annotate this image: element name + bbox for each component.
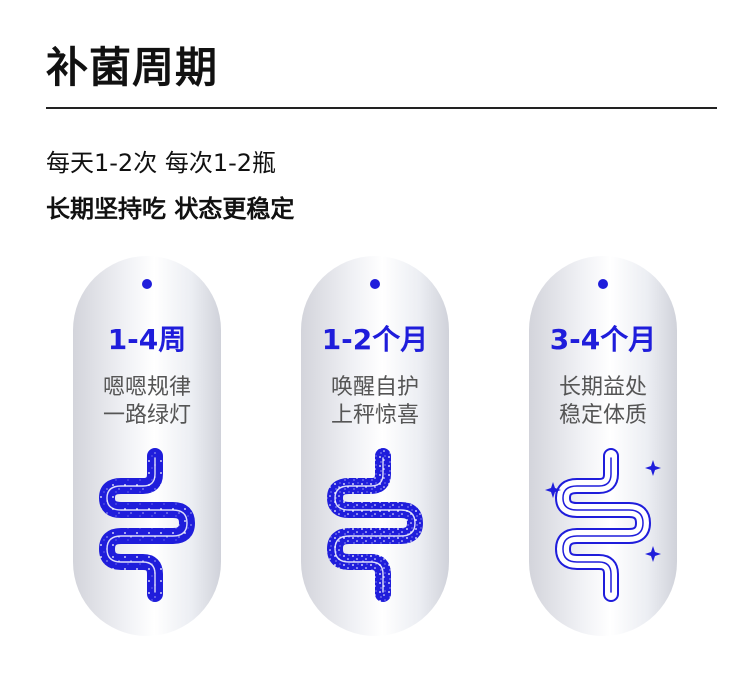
- card-desc-line: 上秤惊喜: [330, 403, 419, 428]
- card-dot: [370, 279, 380, 289]
- sparkle-icon: [645, 546, 661, 562]
- card-period: 1-2个月: [321, 323, 429, 356]
- intestine-filled-icon: [99, 448, 195, 602]
- cycle-card-3: 3-4个月 长期益处 稳定体质: [529, 256, 677, 636]
- card-desc-line: 稳定体质: [558, 403, 647, 428]
- title-divider: [46, 107, 717, 109]
- intestine-filled-icon: [327, 448, 423, 602]
- cycle-card-1: 1-4周 嗯嗯规律 一路绿灯: [73, 256, 221, 636]
- intestine-outline-icon: [545, 448, 661, 602]
- card-description: 嗯嗯规律 一路绿灯: [73, 374, 221, 430]
- card-period: 1-4周: [107, 323, 187, 356]
- card-description: 唤醒自护 上秤惊喜: [301, 374, 449, 430]
- card-desc-line: 唤醒自护: [330, 375, 419, 400]
- card-desc-line: 长期益处: [558, 375, 647, 400]
- cycle-card-2: 1-2个月 唤醒自护 上秤惊喜: [301, 256, 449, 636]
- dosage-text: 每天1-2次 每次1-2瓶: [46, 149, 277, 177]
- card-description: 长期益处 稳定体质: [529, 374, 677, 430]
- page-title: 补菌周期: [46, 43, 219, 92]
- card-period: 3-4个月: [549, 323, 657, 356]
- card-desc-line: 一路绿灯: [102, 403, 191, 428]
- card-desc-line: 嗯嗯规律: [102, 375, 191, 400]
- card-dot: [598, 279, 608, 289]
- sparkle-icon: [545, 482, 561, 498]
- card-dot: [142, 279, 152, 289]
- sparkle-icon: [645, 460, 661, 476]
- tagline-text: 长期坚持吃 状态更稳定: [46, 195, 295, 223]
